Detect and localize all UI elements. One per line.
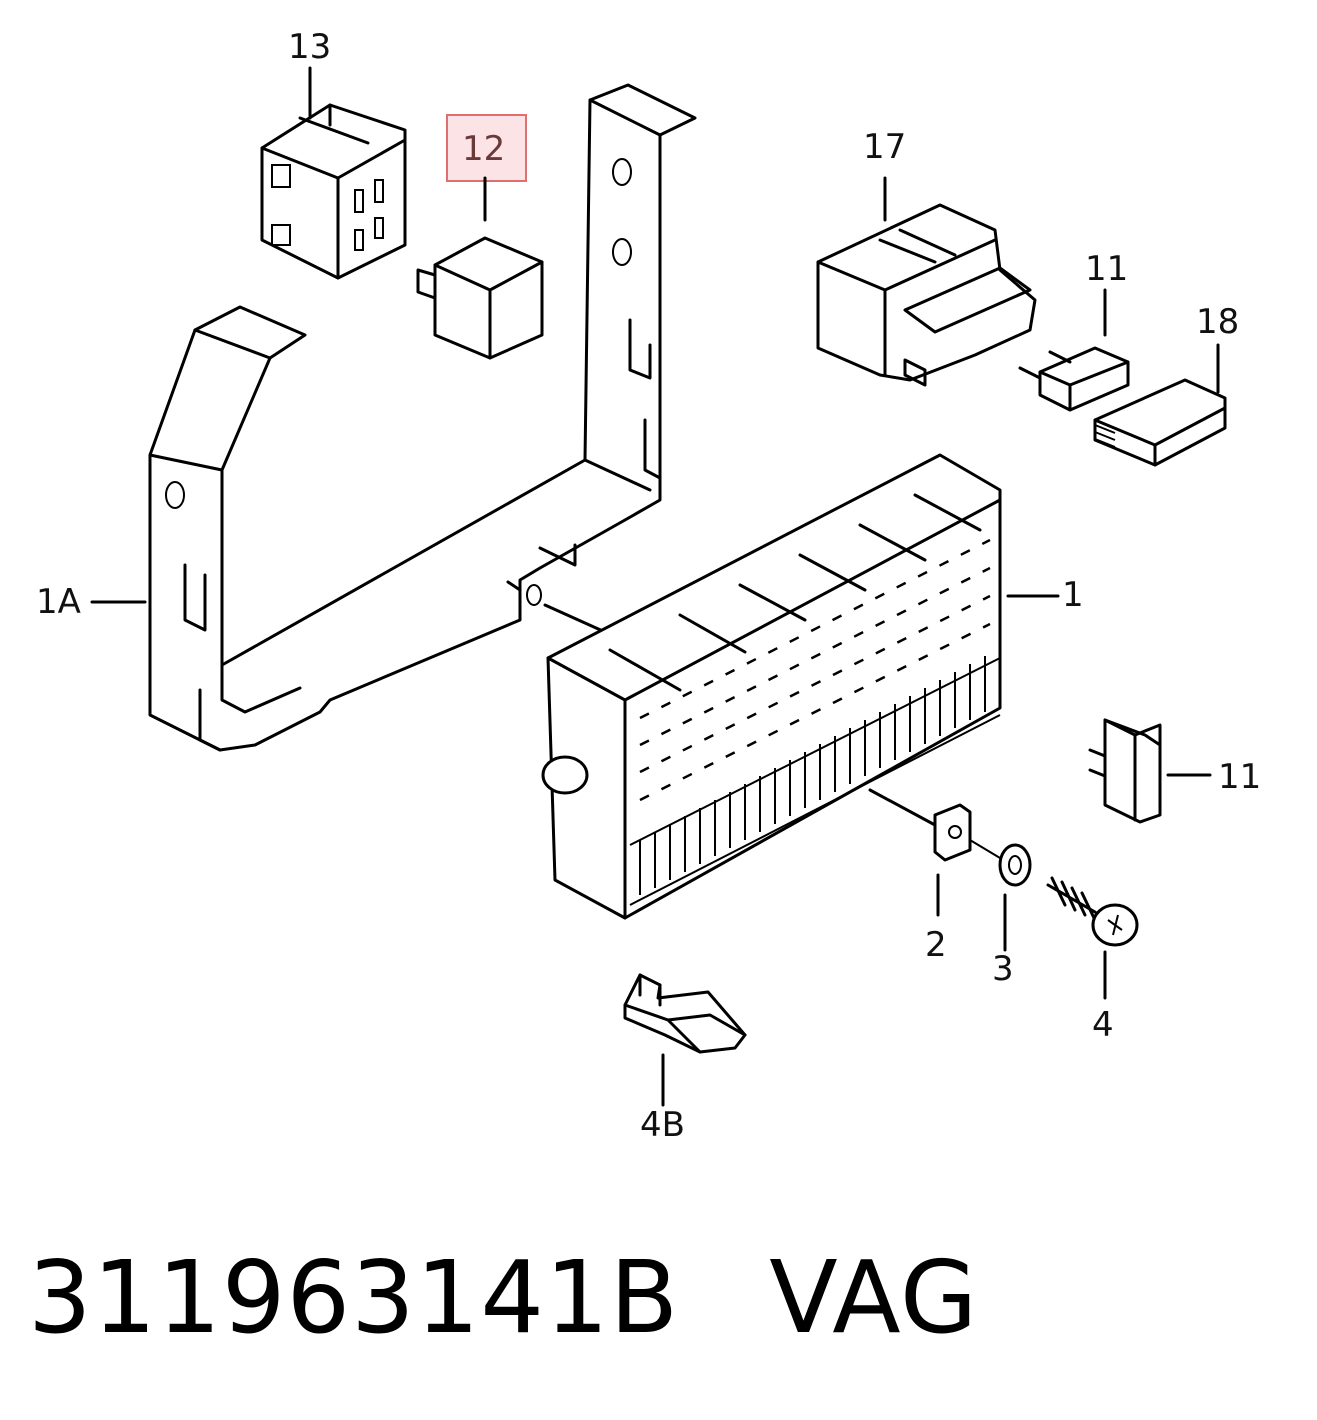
callout-12: 12: [462, 129, 506, 169]
callout-2: 2: [925, 925, 947, 965]
callout-4B: 4B: [640, 1105, 685, 1145]
part-number: 311963141B: [28, 1239, 680, 1356]
part-13-relay-socket: [260, 103, 407, 280]
part-3-washer: [998, 843, 1032, 887]
part-4-screw: [1046, 876, 1139, 947]
part-2-clip: [933, 803, 972, 862]
part-4B-retaining-clip: [623, 973, 747, 1054]
callout-11-lower: 11: [1218, 757, 1262, 797]
callout-18: 18: [1196, 302, 1240, 342]
part-18-fuse-puller: [1093, 378, 1227, 467]
callout-13: 13: [288, 27, 332, 67]
callout-3: 3: [992, 949, 1014, 989]
part-1A-bracket: [148, 83, 697, 752]
part-1-fuse-relay-panel: [541, 453, 1002, 920]
callout-1A: 1A: [36, 582, 81, 622]
part-12-relay: [416, 236, 544, 360]
callout-17: 17: [863, 127, 907, 167]
part-17-relay-carrier: [816, 203, 1037, 387]
callout-4: 4: [1092, 1005, 1114, 1045]
part-11-fuse-lower: [1088, 718, 1162, 824]
brand-name: VAG: [769, 1239, 979, 1356]
highlight-box-12: [446, 114, 527, 182]
part-11-fuse-upper: [1018, 346, 1130, 412]
callout-1: 1: [1062, 575, 1084, 615]
callout-11-upper: 11: [1085, 249, 1129, 289]
